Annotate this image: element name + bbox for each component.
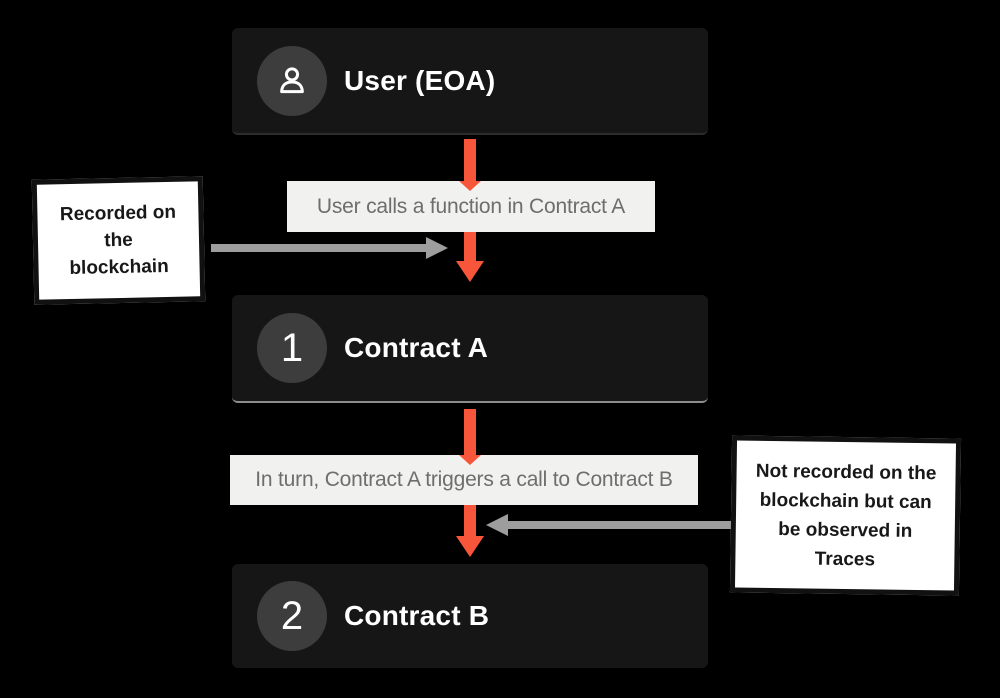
flow-arrow-stem-3	[464, 409, 476, 455]
flow-arrowhead-2	[456, 261, 484, 282]
contract-b-number-badge: 2	[257, 581, 327, 651]
flow-arrow-stem-2	[464, 232, 476, 263]
user-avatar-badge	[257, 45, 327, 116]
gray-arrow-right-head-icon	[426, 237, 448, 259]
node-user-title: User (EOA)	[344, 64, 496, 96]
node-contract-b: 2 Contract B	[232, 564, 708, 668]
gray-arrow-left-stem	[211, 244, 427, 252]
gray-arrow-left-head-icon	[486, 514, 508, 536]
contract-a-number-badge: 1	[257, 313, 327, 383]
note-recorded-on-chain: Recorded on the blockchain	[31, 176, 206, 305]
node-contract-b-title: Contract B	[344, 600, 490, 631]
flow-arrow-tip-3	[459, 455, 481, 465]
node-contract-a: 1 Contract A	[232, 295, 708, 403]
node-user-eoa: User (EOA)	[232, 28, 708, 135]
note-not-recorded-traces: Not recorded on the blockchain but can b…	[729, 435, 962, 596]
flow-arrow-tip-1	[459, 181, 481, 191]
user-icon	[280, 66, 304, 93]
flow-arrow-stem-4	[464, 505, 476, 538]
gray-arrow-right-stem	[508, 521, 734, 529]
node-contract-a-title: Contract A	[344, 332, 489, 363]
flow-arrow-stem-1	[464, 139, 476, 181]
flow-arrowhead-4	[456, 536, 484, 557]
